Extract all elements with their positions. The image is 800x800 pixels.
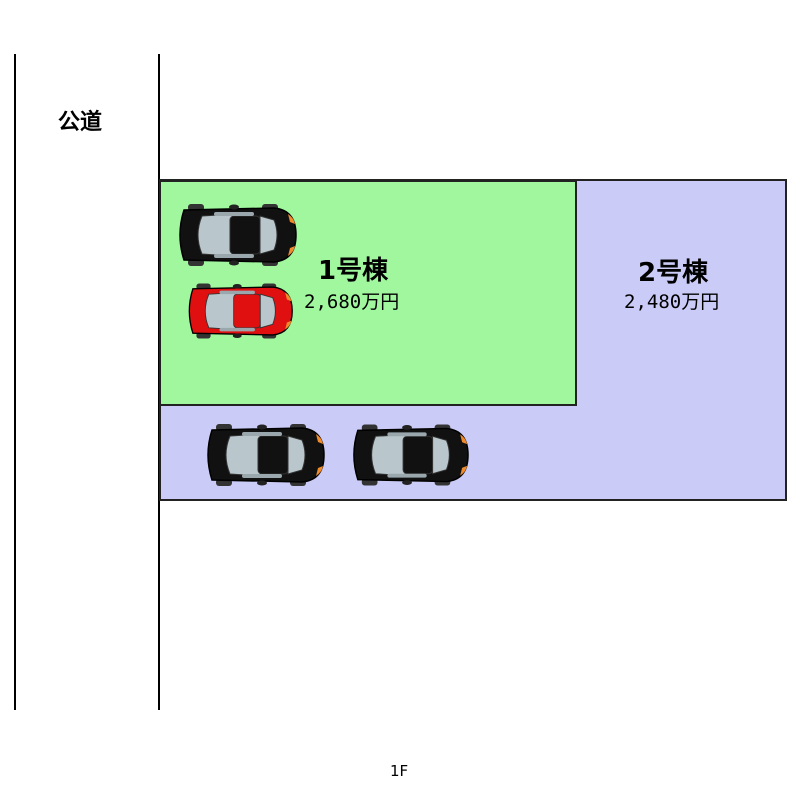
side-window [242, 474, 282, 478]
road-label: 公道 [58, 110, 103, 135]
side-window [214, 254, 254, 258]
mirror [257, 424, 267, 430]
headlight [288, 246, 295, 256]
lot-2-price: 2,480万円 [624, 291, 720, 313]
car-roof [402, 435, 434, 475]
mirror [402, 424, 412, 430]
mirror [257, 480, 267, 486]
mirror [229, 260, 239, 266]
headlight [460, 434, 468, 445]
windshield [287, 435, 306, 475]
car-roof [229, 215, 261, 255]
headlight [316, 466, 323, 476]
side-window [219, 290, 255, 295]
headlight [285, 320, 292, 330]
side-window [387, 432, 427, 437]
car-icon [353, 424, 469, 486]
lot-1-price: 2,680万円 [304, 291, 400, 313]
headlight [285, 292, 292, 302]
side-window [242, 432, 282, 436]
windshield [432, 435, 450, 475]
car-roof [257, 435, 289, 475]
mirror [232, 283, 242, 289]
headlight [316, 434, 323, 444]
car-roof [233, 293, 261, 329]
car-icon [179, 204, 297, 266]
road-left-line [14, 54, 16, 710]
mirror [402, 480, 412, 486]
lot-1-name: 1号棟 [318, 256, 389, 286]
car-icon [207, 424, 325, 486]
lot-2-name: 2号棟 [638, 258, 709, 288]
side-window [219, 327, 255, 332]
mirror [229, 204, 239, 210]
headlight [288, 214, 295, 224]
windshield [259, 293, 276, 329]
headlight [460, 465, 468, 476]
side-window [387, 473, 427, 478]
windshield [259, 215, 278, 255]
car-icon [188, 283, 293, 339]
side-window [214, 212, 254, 216]
mirror [232, 333, 242, 339]
floor-label: 1F [390, 762, 409, 780]
